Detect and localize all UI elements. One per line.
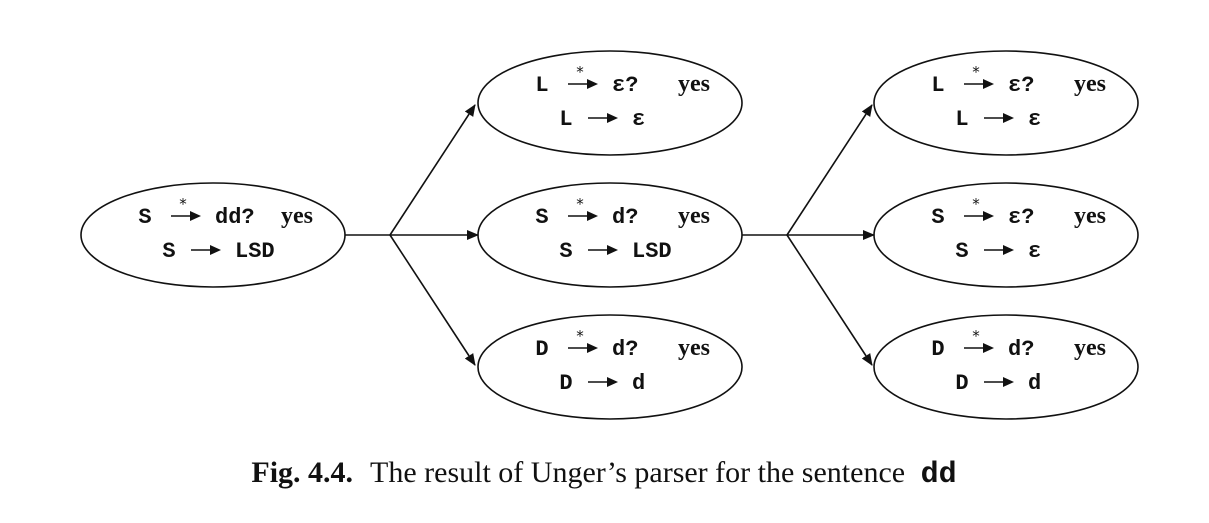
- rule-arrow-head: [1003, 245, 1014, 255]
- edges: [345, 104, 875, 366]
- node-answer: yes: [678, 203, 710, 229]
- node-symbol: L: [931, 73, 944, 98]
- edge-mid-s-to-right-l: [786, 104, 873, 236]
- derives-arrow-head: [587, 211, 598, 221]
- node-symbol: D: [931, 337, 944, 362]
- node-answer: yes: [1074, 203, 1106, 229]
- caption-text: The result of Unger’s parser for the sen…: [370, 456, 905, 489]
- node-ellipse: [80, 182, 346, 288]
- node-query: dd?: [215, 205, 255, 230]
- rule-rhs: ε: [1028, 107, 1041, 132]
- rule-lhs: L: [559, 107, 572, 132]
- edge-root-to-mid-l: [389, 104, 476, 236]
- rule-rhs: LSD: [235, 239, 275, 264]
- rule-arrow-head: [607, 377, 618, 387]
- rule-lhs: D: [559, 371, 572, 396]
- rule-arrow-head: [607, 245, 618, 255]
- rule-lhs: S: [162, 239, 175, 264]
- caption-sentence: dd: [921, 458, 957, 492]
- rule-arrow-head: [1003, 113, 1014, 123]
- node-ellipse: [873, 182, 1139, 288]
- node-answer: yes: [678, 71, 710, 97]
- rule-arrow-head: [607, 113, 618, 123]
- node-ellipse: [873, 314, 1139, 420]
- rule-rhs: ε: [632, 107, 645, 132]
- node-symbol: S: [535, 205, 548, 230]
- node-ellipse: [477, 182, 743, 288]
- derives-arrow-head: [983, 79, 994, 89]
- rule-lhs: S: [955, 239, 968, 264]
- edge-mid-s-to-right-d: [786, 234, 873, 366]
- rule-lhs: L: [955, 107, 968, 132]
- caption-label: Fig. 4.4.: [251, 456, 353, 489]
- node-query: ε?: [612, 73, 638, 98]
- node-symbol: L: [535, 73, 548, 98]
- node-symbol: S: [138, 205, 151, 230]
- node-ellipse: [477, 50, 743, 156]
- node-ellipse: [873, 50, 1139, 156]
- rule-lhs: S: [559, 239, 572, 264]
- node-answer: yes: [1074, 71, 1106, 97]
- node-query: ε?: [1008, 205, 1034, 230]
- star-mark: *: [576, 195, 584, 213]
- star-mark: *: [576, 63, 584, 81]
- star-mark: *: [576, 327, 584, 345]
- derives-arrow-head: [983, 211, 994, 221]
- star-mark: *: [972, 195, 980, 213]
- rule-lhs: D: [955, 371, 968, 396]
- rule-rhs: ε: [1028, 239, 1041, 264]
- node-symbol: D: [535, 337, 548, 362]
- derives-arrow-head: [983, 343, 994, 353]
- rule-rhs: d: [1028, 371, 1041, 396]
- edge-root-to-mid-d: [389, 234, 476, 366]
- figure-caption: Fig. 4.4. The result of Unger’s parser f…: [251, 456, 956, 492]
- node-query: d?: [612, 337, 638, 362]
- derives-arrow-head: [587, 79, 598, 89]
- rule-rhs: d: [632, 371, 645, 396]
- rule-arrow-head: [1003, 377, 1014, 387]
- star-mark: *: [972, 63, 980, 81]
- node-answer: yes: [678, 335, 710, 361]
- node-ellipse: [477, 314, 743, 420]
- node-answer: yes: [281, 203, 313, 229]
- node-symbol: S: [931, 205, 944, 230]
- derives-arrow-head: [587, 343, 598, 353]
- star-mark: *: [179, 195, 187, 213]
- node-answer: yes: [1074, 335, 1106, 361]
- rule-rhs: LSD: [632, 239, 672, 264]
- node-query: d?: [1008, 337, 1034, 362]
- derives-arrow-head: [190, 211, 201, 221]
- node-query: d?: [612, 205, 638, 230]
- node-query: ε?: [1008, 73, 1034, 98]
- star-mark: *: [972, 327, 980, 345]
- rule-arrow-head: [210, 245, 221, 255]
